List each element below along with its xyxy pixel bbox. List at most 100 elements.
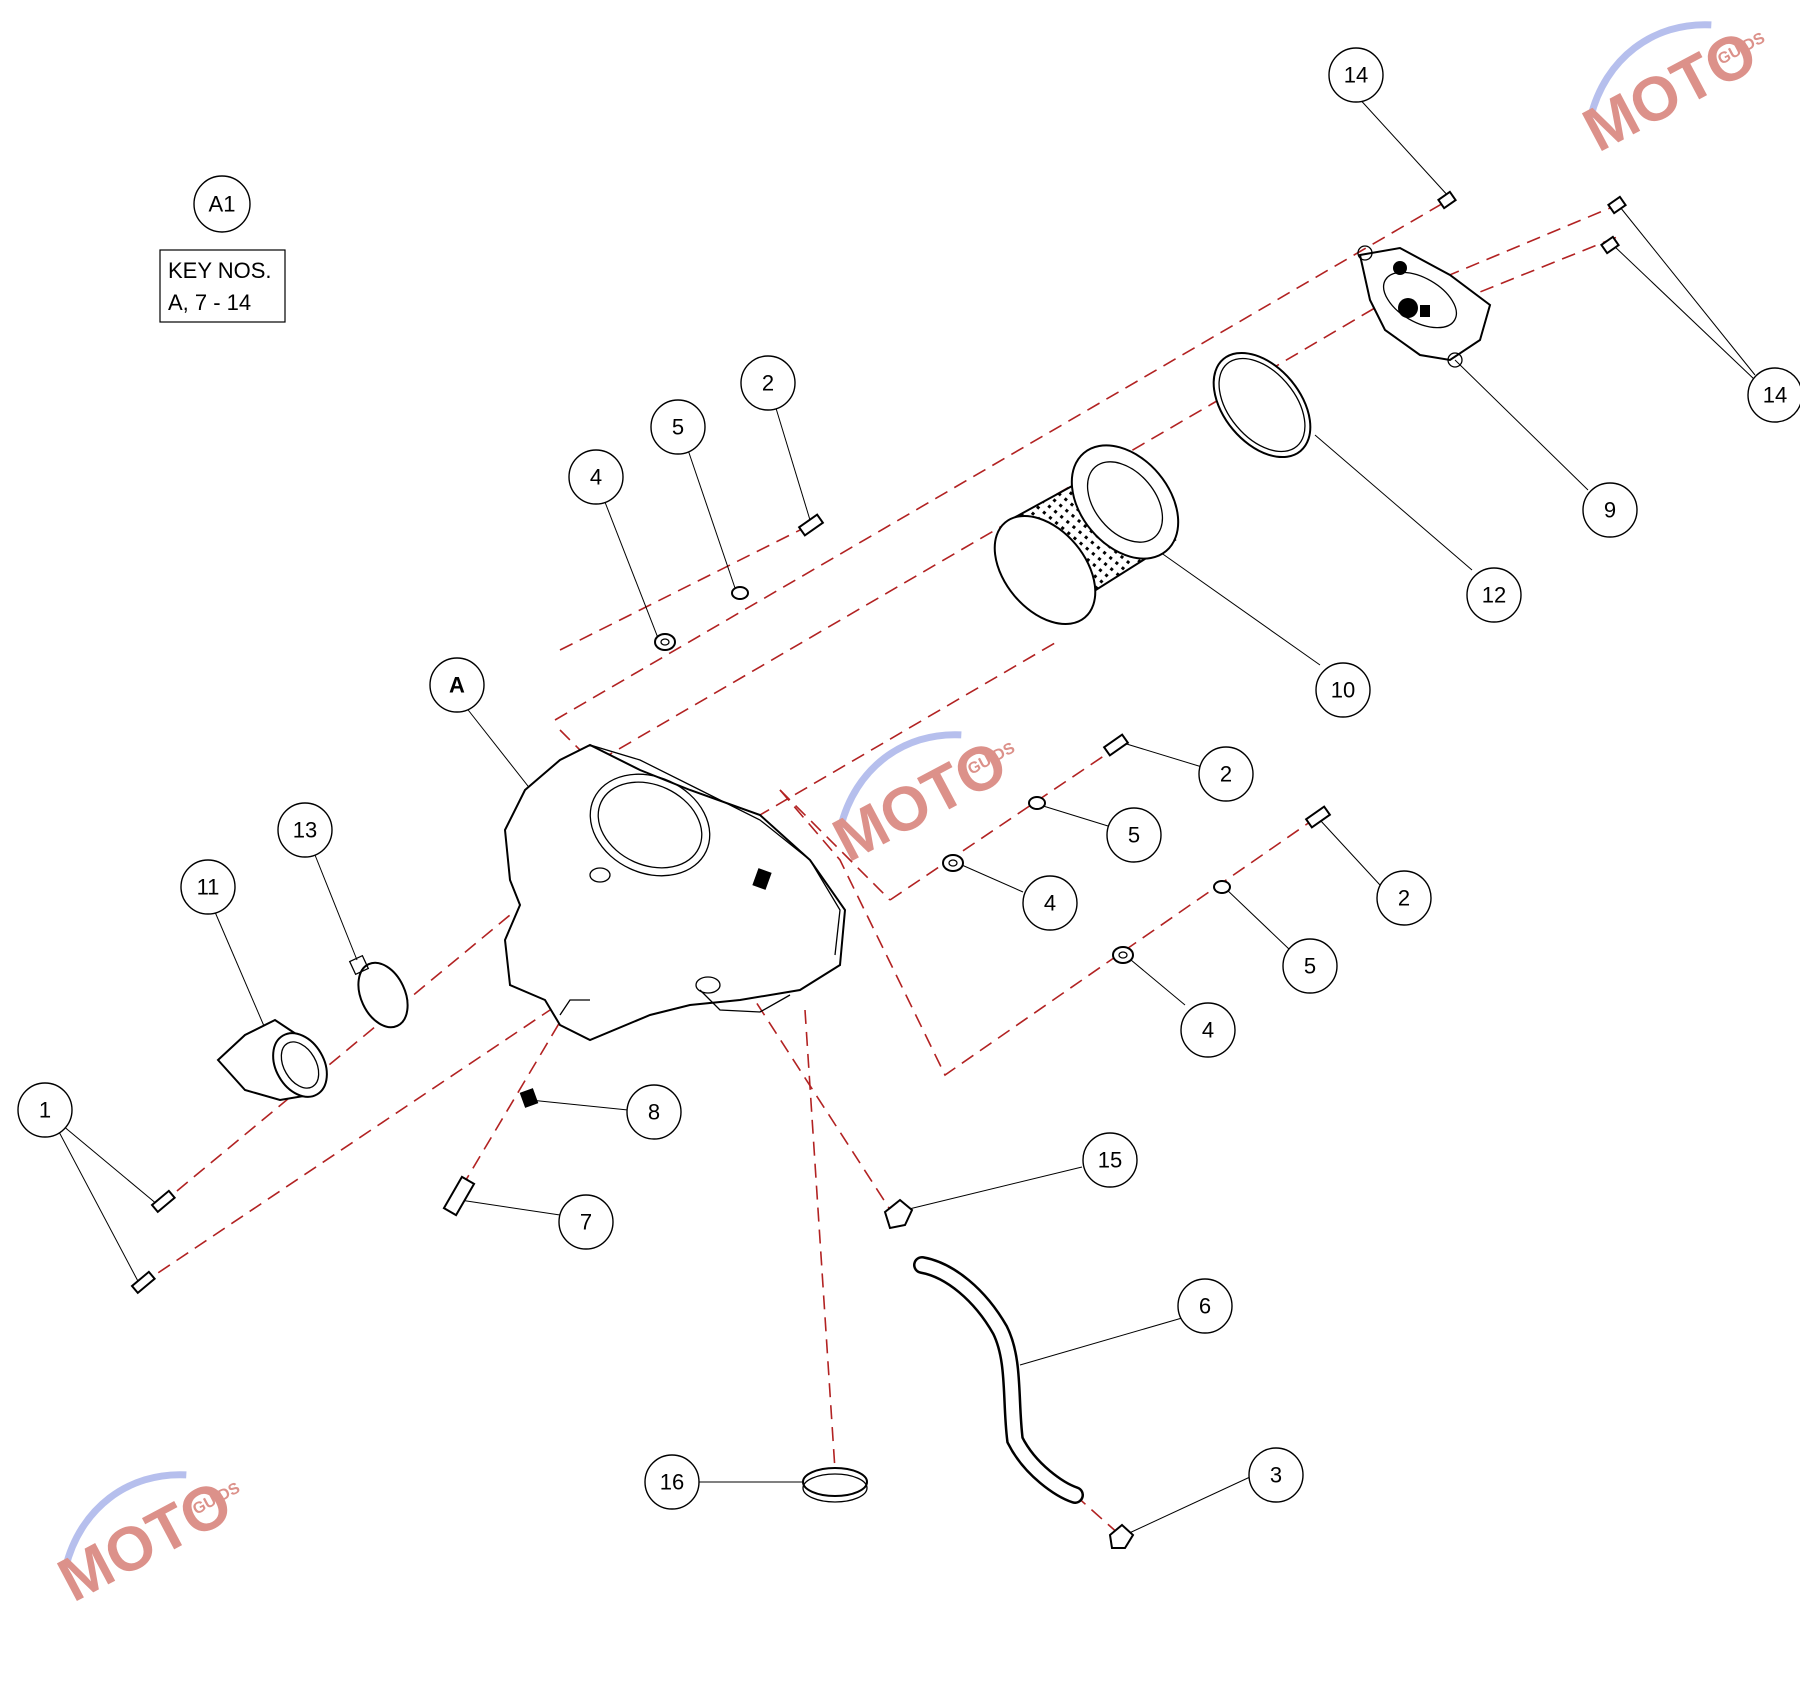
callout-label: 2 xyxy=(1398,886,1410,911)
callout-circle xyxy=(17,1082,73,1138)
callout-7: 7 xyxy=(558,1194,614,1250)
callout-1: 1 xyxy=(17,1082,73,1138)
callout-circle xyxy=(180,859,236,915)
callout-5b: 5 xyxy=(1106,807,1162,863)
callout-circle xyxy=(429,657,485,713)
housing-label-mark xyxy=(752,868,772,890)
callout-circle xyxy=(1177,1278,1233,1334)
assembly-callout-label: A1 xyxy=(209,192,236,217)
callout-4a: 4 xyxy=(568,449,624,505)
callout-circle xyxy=(277,802,333,858)
callout-circle xyxy=(1082,1132,1138,1188)
callout-2a: 2 xyxy=(740,355,796,411)
bolt-icon xyxy=(150,1189,177,1214)
grommet-icon xyxy=(942,854,964,872)
bolt-icon xyxy=(797,513,825,537)
callout-circle xyxy=(650,399,706,455)
clip-15 xyxy=(883,1198,914,1230)
key-box: KEY NOS. A, 7 - 14 xyxy=(159,249,286,323)
watermark-text: MOTO xyxy=(822,728,1018,876)
watermark-text: MOTO xyxy=(1572,18,1768,166)
callout-12: 12 xyxy=(1466,567,1522,623)
callout-label: 14 xyxy=(1344,63,1368,88)
callout-circle xyxy=(1747,367,1800,423)
callout-10: 10 xyxy=(1315,662,1371,718)
airbox-housing xyxy=(503,743,847,1042)
callout-15: 15 xyxy=(1082,1132,1138,1188)
callout-circle xyxy=(1315,662,1371,718)
callout-3: 3 xyxy=(1248,1447,1304,1503)
grommet-icon xyxy=(1112,946,1134,964)
washer-icon xyxy=(1028,796,1046,810)
sleeve-7 xyxy=(442,1175,476,1217)
washer-icon xyxy=(1213,880,1231,894)
callout-label: 1 xyxy=(39,1098,51,1123)
callout-11: 11 xyxy=(180,859,236,915)
callout-16: 16 xyxy=(644,1454,700,1510)
callout-4b: 4 xyxy=(1022,875,1078,931)
callout-label: 2 xyxy=(762,371,774,396)
callout-label: 2 xyxy=(1220,762,1232,787)
callout-circle xyxy=(740,355,796,411)
callout-circle xyxy=(1582,482,1638,538)
grommet-icon xyxy=(654,633,676,651)
callout-circle xyxy=(626,1084,682,1140)
callout-5c: 5 xyxy=(1282,938,1338,994)
assembly-lines xyxy=(139,197,1631,1536)
callout-13: 13 xyxy=(277,802,333,858)
callout-4c: 4 xyxy=(1180,1002,1236,1058)
callout-circle xyxy=(1022,875,1078,931)
callout-circle xyxy=(1180,1002,1236,1058)
callout-2c: 2 xyxy=(1376,870,1432,926)
assembly-callout: A1 xyxy=(193,175,251,233)
callout-label: 5 xyxy=(672,415,684,440)
callout-circle xyxy=(1466,567,1522,623)
callout-label: 4 xyxy=(590,465,602,490)
callout-circle xyxy=(558,1194,614,1250)
bolt-icon xyxy=(130,1270,157,1295)
callout-label: 5 xyxy=(1128,823,1140,848)
screw-8 xyxy=(519,1088,539,1108)
callout-label: 7 xyxy=(580,1210,592,1235)
watermark-swoosh xyxy=(62,1471,187,1569)
watermark-swoosh xyxy=(837,731,962,829)
air-filter-element xyxy=(993,444,1180,626)
callout-label: 11 xyxy=(197,875,220,900)
bolt-icon xyxy=(1607,195,1627,215)
callout-label: 8 xyxy=(648,1100,660,1125)
key-box-line2: A, 7 - 14 xyxy=(168,290,251,315)
intake-rubber xyxy=(216,1018,328,1102)
callout-6: 6 xyxy=(1177,1278,1233,1334)
callout-label: 6 xyxy=(1199,1294,1211,1319)
clip-3 xyxy=(1108,1523,1135,1549)
watermark-swoosh xyxy=(1587,21,1712,119)
breather-hose xyxy=(913,1256,1084,1504)
bolt-icon xyxy=(1437,190,1457,210)
key-box-line1: KEY NOS. xyxy=(168,258,272,283)
callout-2b: 2 xyxy=(1198,746,1254,802)
callout-circle xyxy=(1106,807,1162,863)
callout-14a: 14 xyxy=(1328,47,1384,103)
callout-circle xyxy=(1248,1447,1304,1503)
callout-circle xyxy=(1198,746,1254,802)
bolt-icon xyxy=(1304,805,1332,829)
callout-8: 8 xyxy=(626,1084,682,1140)
clamp-ring-16 xyxy=(802,1467,868,1503)
callout-label: 9 xyxy=(1604,498,1616,523)
callout-label: 12 xyxy=(1482,583,1506,608)
callout-label: 13 xyxy=(293,818,317,843)
callout-label: 4 xyxy=(1044,891,1056,916)
callout-label: A xyxy=(449,673,465,698)
callout-circle xyxy=(1376,870,1432,926)
washer-icon xyxy=(731,586,749,600)
bolt-icon xyxy=(1102,733,1130,757)
callout-label: 4 xyxy=(1202,1018,1214,1043)
callout-circle xyxy=(568,449,624,505)
callout-A: A xyxy=(429,657,485,713)
callout-label: 15 xyxy=(1098,1148,1122,1173)
callout-14b: 14 xyxy=(1747,367,1800,423)
watermark-text: MOTO xyxy=(47,1468,243,1616)
